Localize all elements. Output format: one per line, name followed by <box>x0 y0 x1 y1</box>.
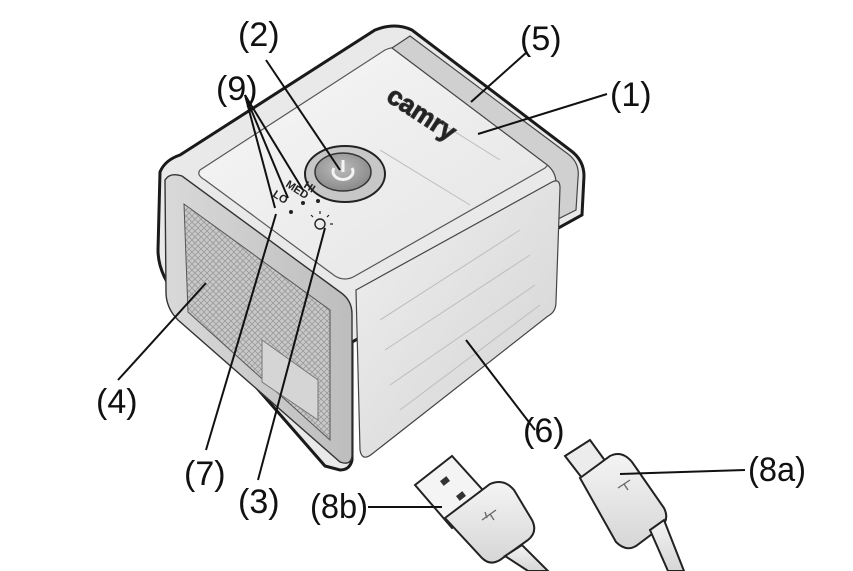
callout-1: (1) <box>610 76 652 114</box>
leader-9a <box>244 94 304 191</box>
indicator-dot-lo <box>289 210 293 214</box>
usb-a-housing <box>443 481 536 564</box>
power-button <box>304 145 386 203</box>
leader-8a <box>619 469 746 475</box>
callout-9: (9) <box>216 70 258 108</box>
leader-4 <box>117 282 207 381</box>
power-icon <box>331 160 355 181</box>
micro-usb-cable <box>563 438 686 571</box>
leader-1 <box>477 93 608 135</box>
indicator-dot-hi <box>316 199 320 203</box>
micro-usb-cord <box>648 518 686 571</box>
callout-3: (3) <box>238 483 280 521</box>
front-right-face <box>355 180 561 458</box>
callout-7: (7) <box>184 455 226 493</box>
water-tank-window <box>261 339 319 421</box>
leader-3 <box>257 227 326 481</box>
callout-4: (4) <box>96 383 138 421</box>
usb-a-pin-1 <box>440 476 450 486</box>
usb-a-pin-2 <box>456 491 466 501</box>
callout-labels: (1) (2) (3) (4) (5) (6) (7) (8a) (8b) (9… <box>96 16 806 526</box>
air-cooler-cube: camry HI MED LO <box>156 24 586 472</box>
leader-9b <box>244 94 289 199</box>
leader-2 <box>265 59 341 171</box>
leader-lines <box>117 51 746 508</box>
light-icon <box>310 211 333 230</box>
speed-label-hi: HI <box>301 179 317 195</box>
leader-5 <box>470 51 528 103</box>
leader-9c <box>244 94 276 209</box>
shading-strokes <box>379 109 541 411</box>
callout-2: (2) <box>238 16 280 54</box>
micro-usb-housing <box>578 453 668 550</box>
usb-symbol-icon <box>481 509 497 521</box>
leader-7 <box>205 213 277 451</box>
callout-8a: (8a) <box>748 451 806 489</box>
usb-symbol-icon-micro <box>617 479 631 491</box>
callout-8b: (8b) <box>310 488 368 526</box>
indicator-dot-med <box>301 201 305 205</box>
usb-a-cable <box>413 454 550 571</box>
leader-6 <box>465 339 536 431</box>
callout-6: (6) <box>523 412 565 450</box>
usb-a-cord <box>503 543 550 571</box>
callout-5: (5) <box>520 20 562 58</box>
